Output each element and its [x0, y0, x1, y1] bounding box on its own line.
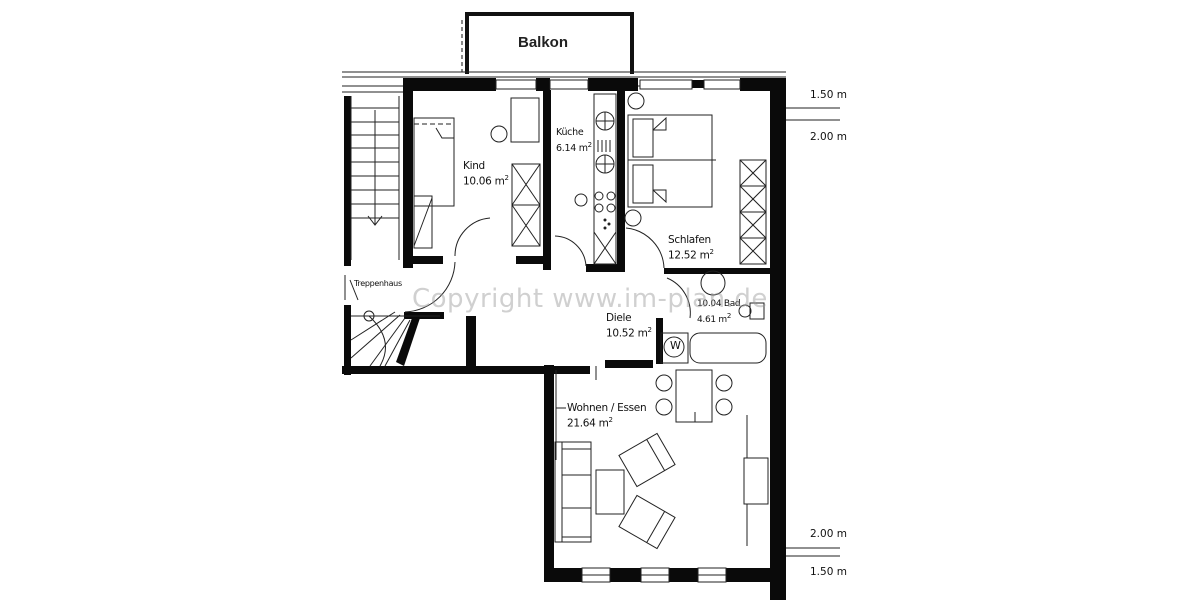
- stair-thick-stroke: [396, 318, 420, 366]
- room-name: Wohnen / Essen: [567, 402, 647, 414]
- room-area: 12.52 m2: [668, 248, 714, 262]
- wohnen-furniture: [554, 366, 769, 550]
- room-area: 10.52 m2: [606, 326, 652, 340]
- room-name: Küche: [556, 127, 584, 138]
- room-label-wohnen-essen: Wohnen / Essen 21.64 m2: [567, 402, 647, 430]
- windows-bottom: [581, 567, 727, 583]
- room-label-schlafen: Schlafen 12.52 m2: [668, 234, 714, 262]
- kitchen-fixtures: [554, 93, 617, 267]
- room-label-kind: Kind 10.06 m2: [463, 160, 509, 188]
- windows-top: [495, 79, 741, 90]
- room-area: 4.61 m2: [697, 312, 732, 325]
- room-name: Diele: [606, 312, 632, 324]
- kitchen-dots: [603, 218, 611, 230]
- room-area: 21.64 m2: [567, 416, 613, 430]
- dimension-top-lower: 2.00 m: [810, 131, 847, 143]
- balcony-label: Balkon: [518, 34, 569, 51]
- copyright-watermark: Copyright www.im-plan.de: [412, 284, 768, 314]
- bad-fixtures: [660, 270, 767, 364]
- schlafen-furniture: [624, 92, 767, 269]
- kind-furniture: [413, 97, 541, 257]
- washer-symbol: W: [670, 339, 681, 352]
- room-area: 6.14 m2: [556, 141, 592, 155]
- room-label-kueche: Küche 6.14 m2: [556, 127, 592, 155]
- room-label-bad: 10.04 Bad 4.61 m2: [697, 298, 741, 326]
- room-name: Schlafen: [668, 234, 711, 246]
- room-label-treppenhaus: Treppenhaus: [354, 279, 402, 288]
- balcony: [461, 12, 634, 74]
- room-name: 10.04 Bad: [697, 299, 741, 309]
- dimension-lines: [786, 107, 840, 557]
- room-name: Kind: [463, 160, 485, 172]
- staircase: [344, 96, 456, 367]
- dimension-bottom-upper: 2.00 m: [810, 528, 847, 540]
- room-label-diele: Diele 10.52 m2: [606, 312, 652, 340]
- dimension-bottom-lower: 1.50 m: [810, 566, 847, 578]
- dimension-top-upper: 1.50 m: [810, 89, 847, 101]
- room-area: 10.06 m2: [463, 174, 509, 188]
